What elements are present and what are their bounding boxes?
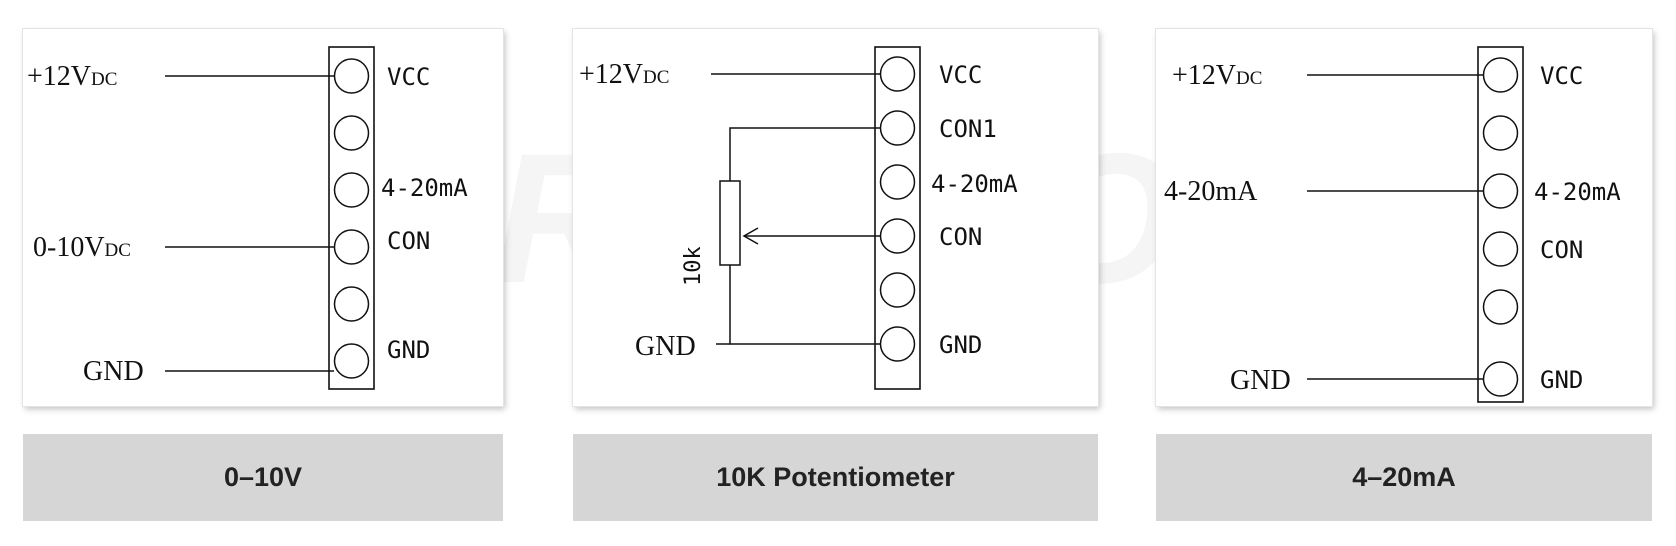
terminal-block: [874, 46, 921, 390]
wiper-arrow: [742, 227, 759, 245]
caption-text: 4–20mA: [1352, 462, 1456, 492]
pin-label-3: 4-20mA: [381, 174, 468, 202]
supply-label: +12VDC: [579, 59, 669, 90]
terminal-pin-1: [1482, 57, 1519, 93]
terminal-pin-3: [1482, 173, 1519, 209]
pin-label-4: CON: [939, 223, 982, 251]
caption-0-10v: 0–10V: [23, 434, 503, 521]
gnd-label: GND: [635, 331, 696, 362]
terminal-pin-1: [879, 56, 916, 92]
pin-label-6: GND: [939, 331, 982, 359]
caption-4-20ma: 4–20mA: [1156, 434, 1652, 521]
pin-label-1: VCC: [1540, 62, 1583, 90]
terminal-pin-3: [333, 172, 370, 208]
wiring-diagram-4-20ma: +12VDC 4-20mA GND VCC 4-20mA CON GND: [1164, 46, 1621, 403]
pin-label-2: CON1: [939, 115, 997, 143]
terminal-pin-4: [1482, 231, 1519, 267]
pin-label-4: CON: [387, 227, 430, 255]
wiring-diagram-potentiometer: +12VDC GND 10k VCC CON1 4-20mA CON GND: [579, 46, 1018, 390]
terminal-pin-1: [333, 58, 370, 94]
wiring-panel-potentiometer: +12VDC GND 10k VCC CON1 4-20mA CON GND: [573, 29, 1098, 406]
signal-label: 4-20mA: [1164, 176, 1258, 207]
terminal-block: [328, 46, 375, 390]
supply-label: +12VDC: [1172, 60, 1262, 91]
pin-label-1: VCC: [387, 63, 430, 91]
wire-gnd: [729, 265, 880, 345]
caption-potentiometer: 10K Potentiometer: [573, 434, 1098, 521]
terminal-pin-6: [333, 343, 370, 379]
gnd-label: GND: [83, 356, 144, 387]
pin-label-4: CON: [1540, 236, 1583, 264]
terminal-block: [1477, 46, 1524, 403]
gnd-label: GND: [1230, 365, 1291, 396]
terminal-pin-3: [879, 164, 916, 200]
resistor-label: 10k: [681, 246, 706, 286]
pin-label-1: VCC: [939, 61, 982, 89]
terminal-pin-2: [333, 115, 370, 151]
potentiometer-resistor: [719, 180, 741, 266]
wire-con1: [729, 127, 880, 181]
terminal-pin-6: [1482, 361, 1519, 397]
pin-label-6: GND: [387, 336, 430, 364]
terminal-pin-4: [333, 229, 370, 265]
caption-text: 10K Potentiometer: [716, 462, 955, 492]
terminal-pin-2: [879, 110, 916, 146]
terminal-pin-5: [1482, 289, 1519, 325]
wiring-panel-0-10v: +12VDC 0-10VDC GND VCC 4-20mA CON GND: [23, 29, 503, 406]
wiring-panel-4-20ma: +12VDC 4-20mA GND VCC 4-20mA CON GND: [1156, 29, 1652, 406]
caption-text: 0–10V: [223, 462, 303, 492]
pin-label-3: 4-20mA: [1534, 178, 1621, 206]
terminal-pin-5: [333, 286, 370, 322]
pin-label-3: 4-20mA: [931, 170, 1018, 198]
terminal-pin-4: [879, 218, 916, 254]
wiring-diagram-0-10v: +12VDC 0-10VDC GND VCC 4-20mA CON GND: [27, 46, 468, 390]
pin-label-6: GND: [1540, 366, 1583, 394]
terminal-pin-6: [879, 326, 916, 362]
terminal-pin-5: [879, 272, 916, 308]
supply-label: +12VDC: [27, 61, 117, 92]
terminal-pin-2: [1482, 115, 1519, 151]
signal-label: 0-10VDC: [33, 232, 131, 263]
